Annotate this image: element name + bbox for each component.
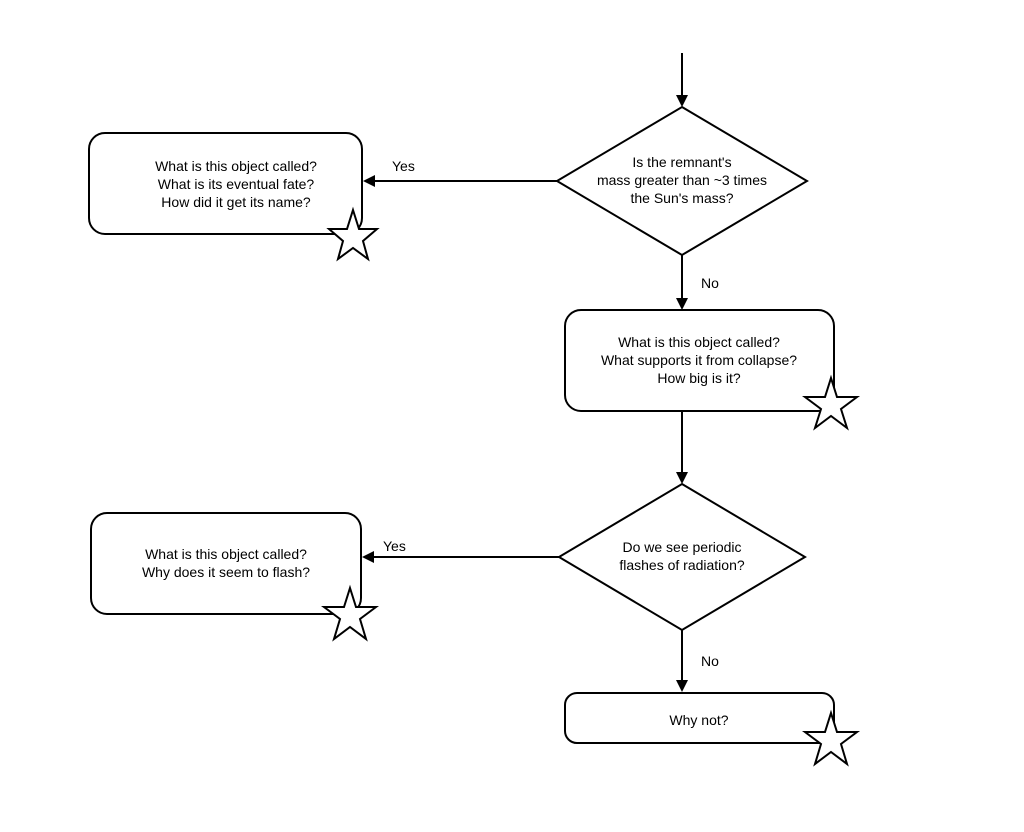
edge-label-yes: Yes <box>383 538 406 554</box>
entry-arrow <box>676 53 688 107</box>
outcome-line-1: What is this object called? <box>155 158 317 174</box>
decision-remnant-mass: Is the remnant's mass greater than ~3 ti… <box>555 105 809 257</box>
star-icon <box>326 206 380 262</box>
outcome-line-3: How did it get its name? <box>161 194 311 210</box>
outcome-line-3: How big is it? <box>657 370 740 386</box>
outcome-massive-remnant: What is this object called? What is its … <box>88 132 380 262</box>
outcome-line-2: Why does it seem to flash? <box>142 564 310 580</box>
outcome-box <box>564 692 835 744</box>
outcome-line-2: What supports it from collapse? <box>601 352 797 368</box>
outcome-no-flashes: Why not? <box>564 692 860 767</box>
outcome-line-1: What is this object called? <box>145 546 307 562</box>
decision-line-1: Do we see periodic <box>622 539 741 555</box>
decision-periodic-flashes: Do we see periodic flashes of radiation? <box>557 482 807 632</box>
edge-label-yes: Yes <box>392 158 415 174</box>
decision-line-1: Is the remnant's <box>632 154 731 170</box>
outcome-box <box>90 512 362 615</box>
edge-mass-yes: Yes <box>363 158 557 187</box>
star-icon <box>802 374 860 431</box>
outcome-line-1: Why not? <box>669 712 728 728</box>
edge-label-no: No <box>701 653 719 669</box>
edge-mass-no: No <box>676 255 719 310</box>
outcome-line-2: What is its eventual fate? <box>158 176 315 192</box>
decision-line-2: flashes of radiation? <box>619 557 745 573</box>
edge-flashes-yes: Yes <box>362 538 559 563</box>
outcome-box <box>88 132 363 235</box>
outcome-box <box>564 309 835 412</box>
outcome-flashing-object: What is this object called? Why does it … <box>90 512 379 642</box>
decision-line-2: mass greater than ~3 times <box>597 172 767 188</box>
outcome-line-1: What is this object called? <box>618 334 780 350</box>
outcome-supported-remnant: What is this object called? What support… <box>564 309 860 431</box>
decision-line-3: the Sun's mass? <box>630 190 733 206</box>
edge-label-no: No <box>701 275 719 291</box>
edge-flashes-no: No <box>676 630 719 692</box>
star-icon <box>802 709 860 767</box>
edge-to-flashes-decision <box>676 411 688 484</box>
star-icon <box>321 584 379 642</box>
